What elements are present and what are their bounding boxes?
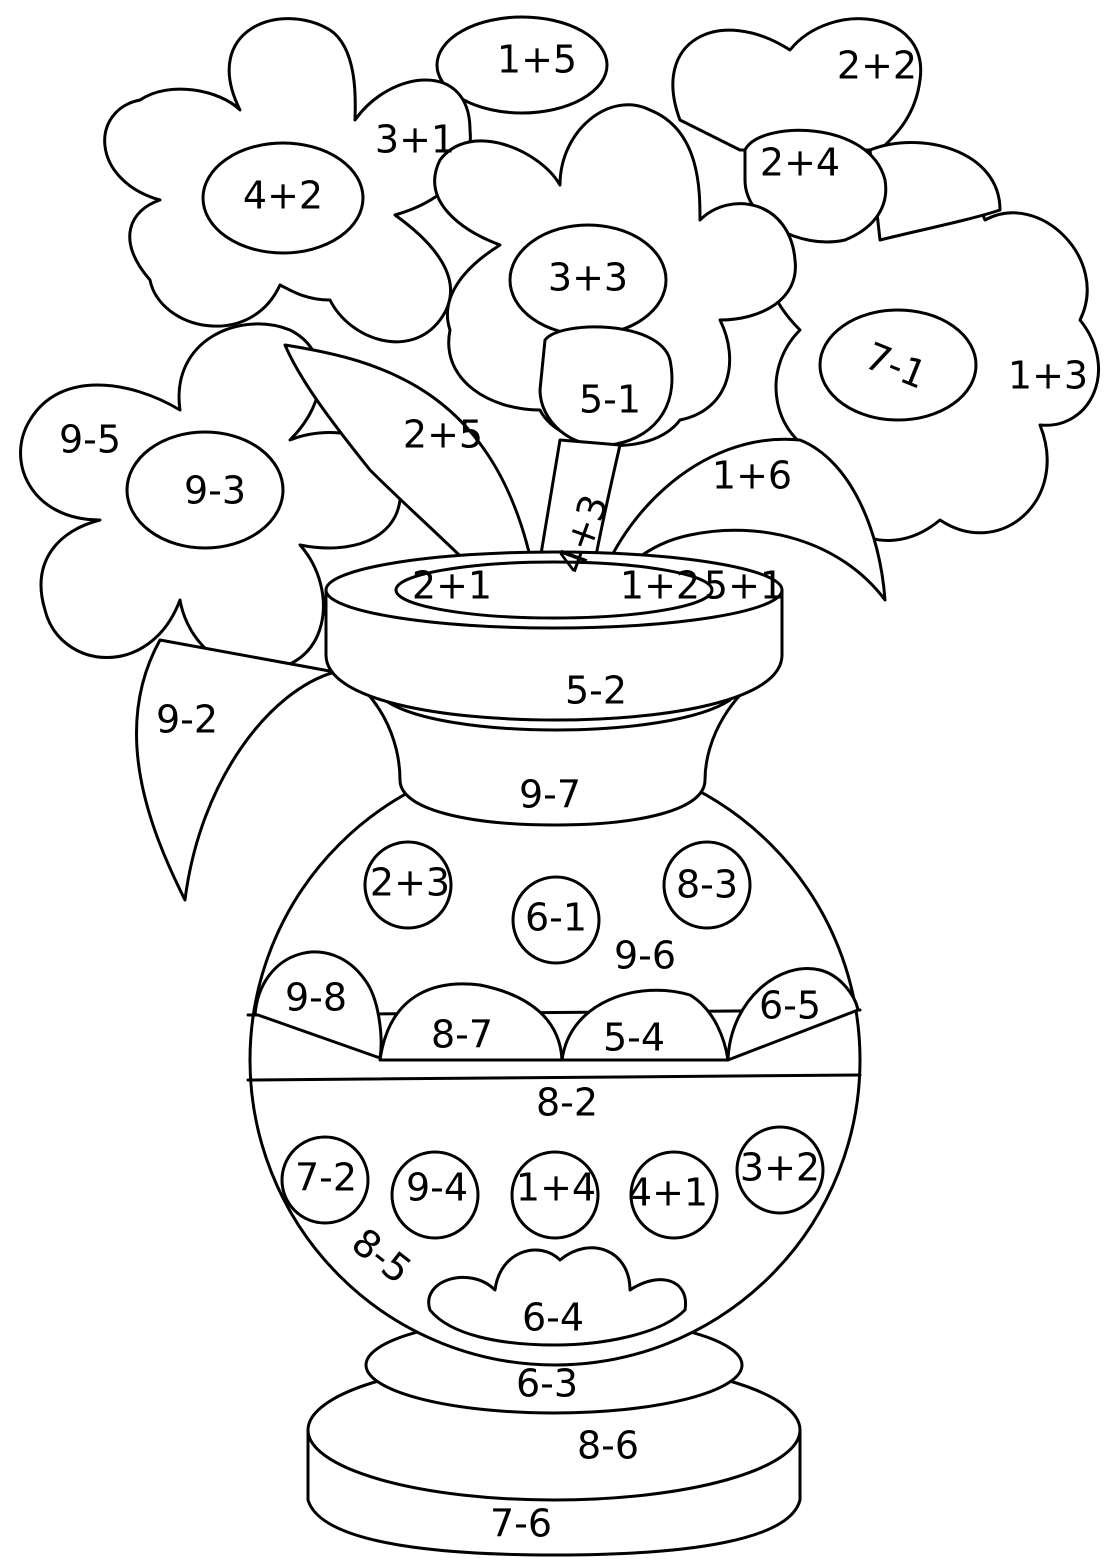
flower-top-right-petal-side: [868, 141, 1002, 242]
label-bottom-flower: 6-4: [522, 1296, 584, 1340]
label-leaf-left-top: 2+5: [403, 413, 483, 457]
label-dot-top-mid: 6-1: [525, 896, 587, 940]
vase-mouth-inner: [394, 560, 714, 620]
label-leaf-left-bottom: 9-2: [156, 698, 218, 742]
label-f4-petal-right: 1+3: [1008, 354, 1088, 398]
label-f5-petal-left: 9-5: [59, 418, 121, 462]
flower-left: [19, 322, 403, 672]
vase-scallop-4: [726, 967, 860, 1062]
vase-bottom-flower: [427, 1246, 687, 1347]
label-dot-4: 4+1: [628, 1171, 708, 1215]
flower-right: [763, 167, 1100, 542]
flower-top-right-petal-top: [671, 17, 923, 152]
label-base-upper: 6-3: [516, 1362, 578, 1406]
vase-dot-top-mid: [511, 875, 601, 965]
vase-scallop-1: [253, 950, 383, 1060]
flower-center: [433, 103, 797, 448]
leaf-left-bottom: [135, 638, 337, 902]
vase-dot-top-right: [662, 840, 752, 930]
label-scallop-2: 8-7: [431, 1013, 493, 1057]
label-mouth-edge: 5+1: [704, 564, 784, 608]
flower-right-center: [818, 308, 978, 422]
vase-dot-2: [390, 1150, 480, 1240]
label-f3-petal-bottom: 5-1: [579, 378, 641, 422]
vase-dot-5: [735, 1125, 825, 1215]
label-rim: 5-2: [565, 669, 627, 713]
vase-scallop-3: [560, 988, 730, 1062]
leaf-right: [588, 437, 887, 617]
vase-dot-4: [629, 1150, 719, 1240]
label-dot-5: 3+2: [740, 1146, 820, 1190]
label-dot-top-right: 8-3: [676, 863, 738, 907]
label-dot-3: 1+4: [516, 1166, 596, 1210]
flower-left-center: [125, 430, 285, 550]
label-scallop-3: 5-4: [603, 1016, 665, 1060]
label-dot-1: 7-2: [295, 1156, 357, 1200]
label-f1-petal-top: 1+5: [497, 38, 577, 82]
label-dot-2: 9-4: [406, 1166, 468, 1210]
vase-dot-top-left: [363, 840, 453, 930]
label-f2-petal-left: 2+4: [760, 141, 840, 185]
vase-scallop-2: [378, 982, 564, 1062]
label-mouth-right: 1+2: [620, 564, 700, 608]
label-dot-top-left: 2+3: [370, 861, 450, 905]
labels: 1+5 3+1 4+2 2+2 2+4 3+3 5-1 7-1 1+3 9-5 …: [59, 38, 1088, 1546]
flower-top-left-petal-top: [435, 15, 609, 115]
label-neck: 9-7: [519, 773, 581, 817]
vase: [246, 550, 862, 1557]
label-body-upper: 9-6: [614, 934, 676, 978]
label-f1-petal-right: 3+1: [375, 118, 455, 162]
label-f3-center: 3+3: [548, 256, 628, 300]
vase-dot-1: [280, 1135, 370, 1225]
label-base-lower: 8-6: [577, 1424, 639, 1468]
flower-center-petal-bottom: [538, 325, 674, 448]
label-band: 8-2: [536, 1081, 598, 1125]
label-scallop-1: 9-8: [285, 976, 347, 1020]
label-scallop-4: 6-5: [759, 984, 821, 1028]
label-mouth-left: 2+1: [412, 564, 492, 608]
vase-neck-line: [383, 698, 732, 732]
vase-band-bottom-line: [246, 1073, 862, 1082]
label-f2-petal-top: 2+2: [837, 44, 917, 88]
label-f1-center: 4+2: [243, 174, 323, 218]
label-base-front: 7-6: [490, 1502, 552, 1546]
label-leaf-right: 1+6: [712, 454, 792, 498]
flower-top-left: [103, 15, 609, 344]
flower-top-left-center: [201, 141, 365, 255]
vase-dot-3: [510, 1150, 600, 1240]
label-f5-center: 9-3: [184, 469, 246, 513]
